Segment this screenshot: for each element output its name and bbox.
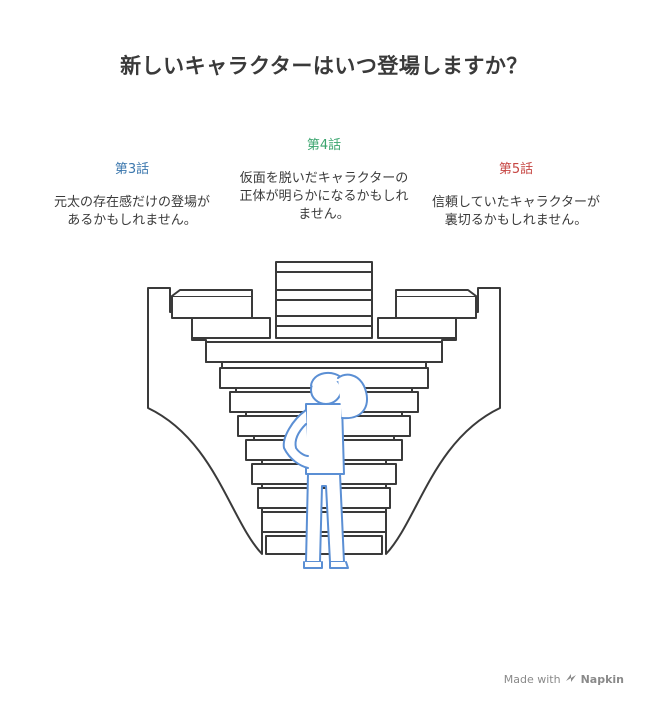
person-figure: [282, 371, 369, 569]
left-top-block: [171, 295, 253, 319]
step-9: [265, 535, 383, 555]
step-7: [257, 487, 391, 509]
step-8: [261, 511, 387, 533]
step-1: [205, 341, 443, 363]
episode-3-label: 第3話: [114, 162, 150, 177]
right-second-block: [377, 317, 457, 339]
napkin-brand: Napkin: [580, 673, 624, 686]
episode-4-label: 第4話: [306, 138, 342, 153]
made-with-text: Made with: [503, 673, 561, 686]
napkin-logo-icon: [565, 672, 577, 687]
left-second-block: [191, 317, 271, 339]
page-title: 新しいキャラクターはいつ登場しますか？: [120, 54, 528, 78]
episode-4-description: 仮面を脱いだキャラクターの正体が明らかになるかもしれません。: [239, 171, 409, 222]
episode-5-description: 信頼していたキャラクターが裏切るかもしれません。: [431, 195, 601, 228]
episode-3-description: 元太の存在感だけの登場があるかもしれません。: [53, 195, 210, 228]
footer-branding[interactable]: Made with Napkin: [504, 672, 624, 687]
episode-5-label: 第5話: [498, 162, 534, 177]
right-top-block: [395, 295, 477, 319]
